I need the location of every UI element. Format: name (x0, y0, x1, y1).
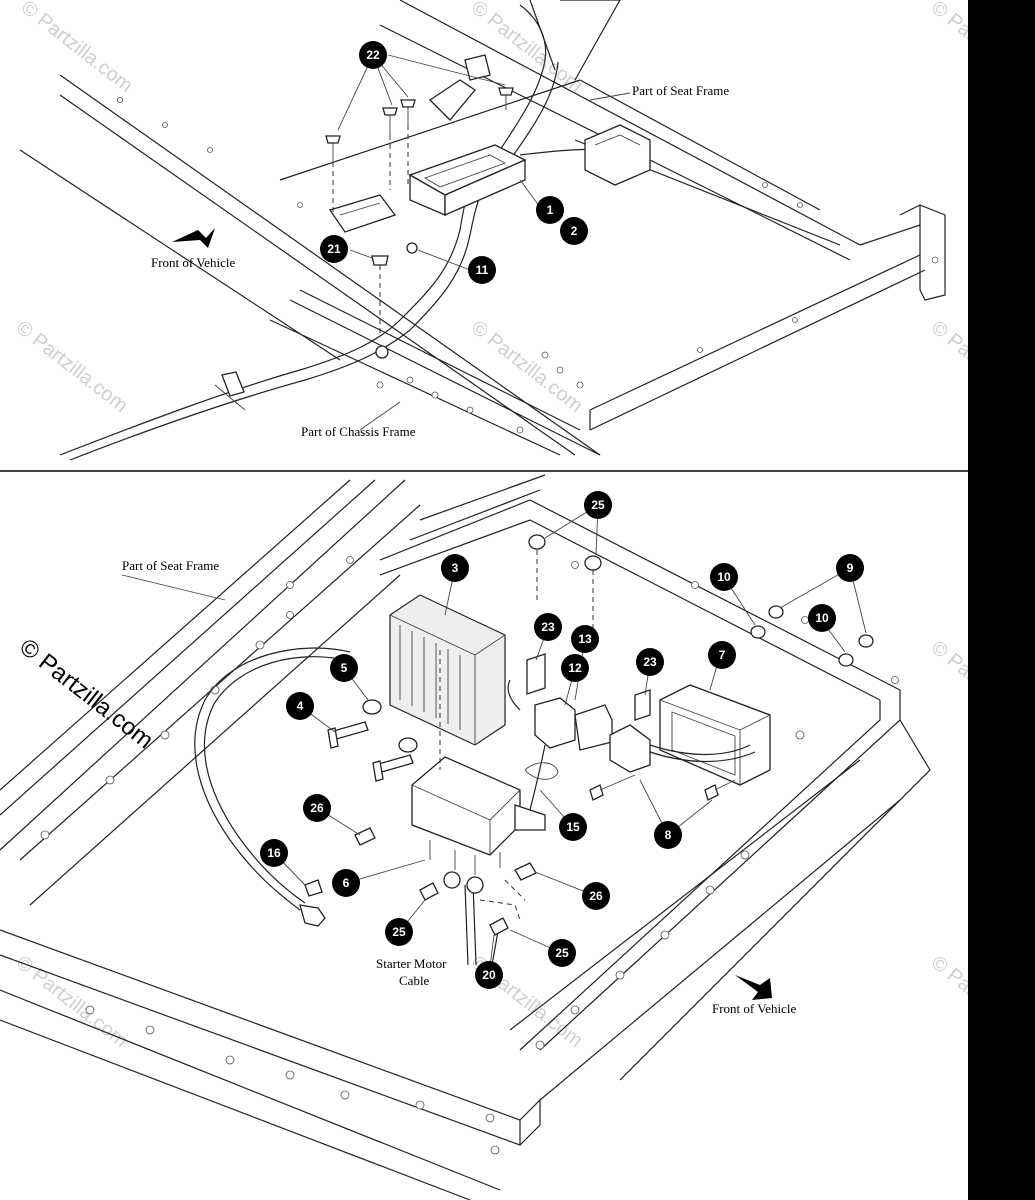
callout: 9 (836, 554, 864, 582)
callout: 10 (808, 604, 836, 632)
svg-text:23: 23 (541, 620, 555, 634)
callout: 22 (359, 41, 387, 69)
label-front-of-vehicle-top: Front of Vehicle (151, 255, 235, 270)
callout: 4 (286, 692, 314, 720)
callout: 2 (560, 217, 588, 245)
diagram-drawing: © Partzilla.com © Partzilla.com © Partzi… (0, 0, 968, 1200)
watermark: © Partzilla.com (467, 0, 587, 97)
svg-text:15: 15 (566, 820, 580, 834)
svg-text:26: 26 (589, 889, 603, 903)
svg-text:25: 25 (392, 925, 406, 939)
label-starter-motor: Starter Motor (376, 956, 447, 971)
callout: 16 (260, 839, 288, 867)
bottom-frame-drawing (0, 474, 931, 1200)
callout: 25 (548, 939, 576, 967)
callout: 20 (475, 961, 503, 989)
svg-text:10: 10 (717, 570, 731, 584)
svg-text:5: 5 (341, 661, 348, 675)
parts-diagram: © Partzilla.com © Partzilla.com © Partzi… (0, 0, 968, 1200)
callout: 25 (584, 491, 612, 519)
svg-text:8: 8 (665, 828, 672, 842)
svg-text:12: 12 (568, 661, 582, 675)
callout: 6 (332, 869, 360, 897)
svg-text:7: 7 (719, 648, 726, 662)
label-front-of-vehicle-bottom: Front of Vehicle (712, 1001, 796, 1016)
callout: 8 (654, 821, 682, 849)
svg-text:25: 25 (555, 946, 569, 960)
callout: 21 (320, 235, 348, 263)
svg-text:26: 26 (310, 801, 324, 815)
label-cable: Cable (399, 973, 430, 988)
watermark: © Partzilla.com (12, 317, 132, 417)
callout: 12 (561, 654, 589, 682)
watermark: © Partzilla.com (927, 637, 968, 737)
svg-text:6: 6 (343, 876, 350, 890)
callout: 23 (534, 613, 562, 641)
callout: 13 (571, 625, 599, 653)
label-seat-frame-bottom: Part of Seat Frame (122, 558, 219, 573)
watermark: © Partzilla.com (927, 0, 968, 97)
callout: 11 (468, 256, 496, 284)
svg-text:23: 23 (643, 655, 657, 669)
watermark: © Partzilla.com (927, 317, 968, 417)
callout: 26 (582, 882, 610, 910)
side-margin-bar (968, 0, 1035, 1200)
callout: 7 (708, 641, 736, 669)
label-seat-frame-top: Part of Seat Frame (632, 83, 729, 98)
svg-text:20: 20 (482, 968, 496, 982)
svg-text:16: 16 (267, 846, 281, 860)
callout: 10 (710, 563, 738, 591)
svg-text:21: 21 (327, 242, 341, 256)
top-frame-drawing (19, 0, 946, 461)
svg-text:10: 10 (815, 611, 829, 625)
svg-text:13: 13 (578, 632, 592, 646)
svg-text:9: 9 (847, 561, 854, 575)
svg-text:4: 4 (297, 699, 304, 713)
watermark: © Partzilla.com (17, 0, 137, 97)
label-chassis-frame: Part of Chassis Frame (301, 424, 416, 439)
callout: 25 (385, 918, 413, 946)
svg-text:11: 11 (476, 263, 489, 277)
callout: 23 (636, 648, 664, 676)
watermark: © Partzilla.com (927, 952, 968, 1052)
svg-text:22: 22 (366, 48, 380, 62)
svg-text:3: 3 (452, 561, 459, 575)
callout: 3 (441, 554, 469, 582)
callout: 5 (330, 654, 358, 682)
svg-text:1: 1 (547, 203, 554, 217)
callout: 1 (536, 196, 564, 224)
svg-text:2: 2 (571, 224, 578, 238)
watermark: © Partzilla.com (467, 317, 587, 417)
callout: 15 (559, 813, 587, 841)
svg-text:25: 25 (591, 498, 605, 512)
watermark: © Partzilla.com (14, 633, 158, 754)
callout: 26 (303, 794, 331, 822)
